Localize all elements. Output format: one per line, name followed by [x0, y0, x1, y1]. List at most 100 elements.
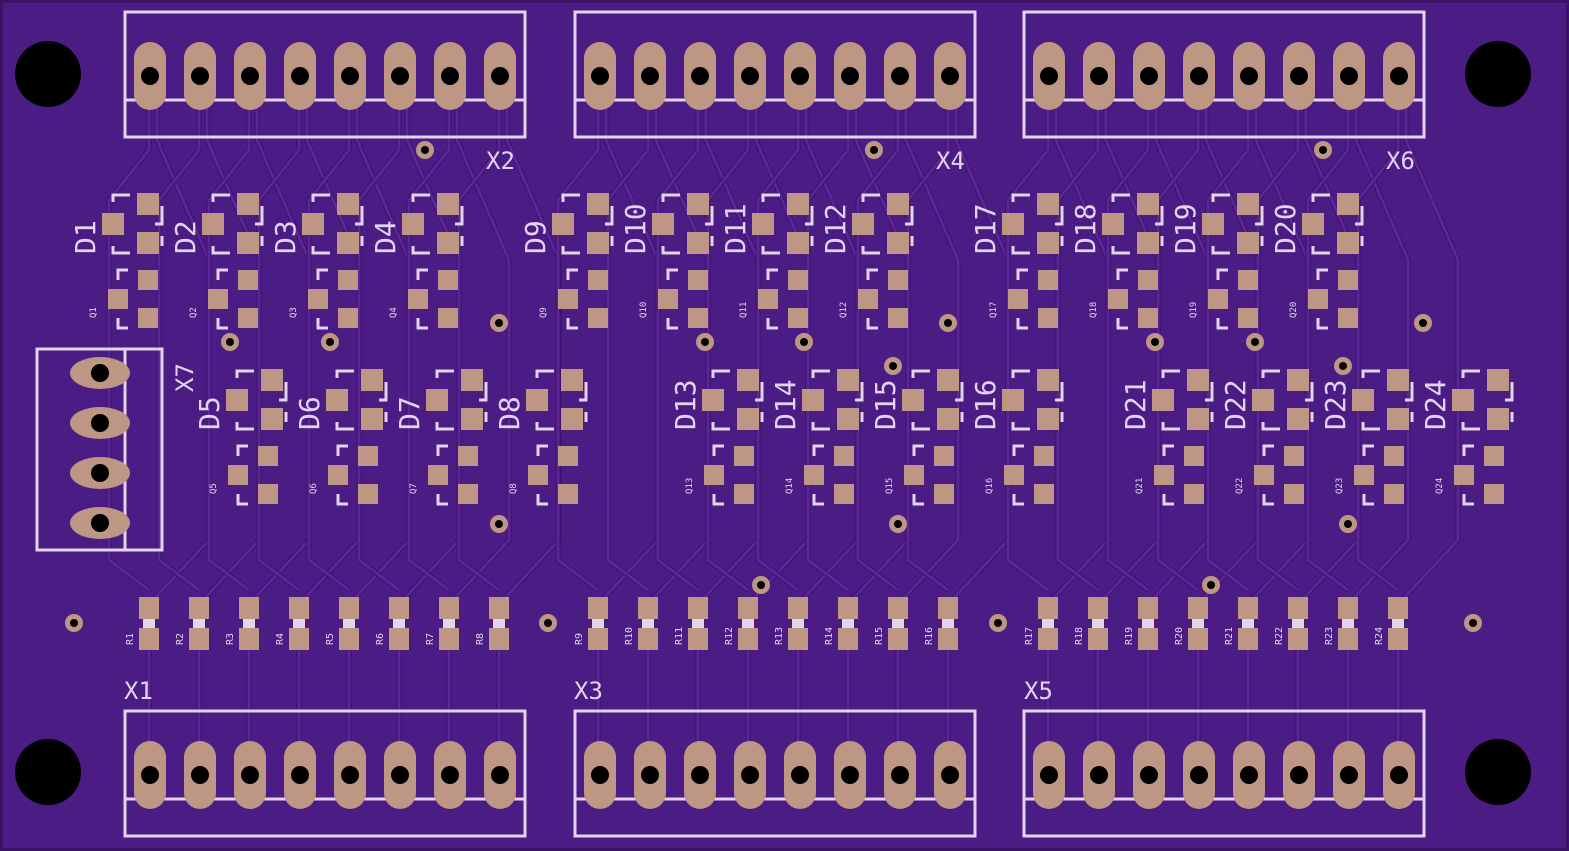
connector-x3-outline: [573, 709, 977, 838]
diode-silk: [561, 193, 614, 255]
transistor-label: Q19: [1189, 302, 1199, 318]
resistor-pad: [788, 597, 808, 619]
via-drill: [889, 362, 897, 370]
connector-x4-pin-drill: [641, 67, 659, 85]
diode-pad: [526, 389, 548, 411]
resistor-label: R4: [275, 633, 286, 645]
resistor-pad: [289, 597, 309, 619]
diode-pad: [337, 232, 359, 254]
diode-label: D4: [369, 220, 402, 254]
transistor-pad: [758, 289, 778, 309]
resistor-pad: [738, 628, 758, 650]
diode-silk: [811, 369, 864, 431]
transistor-silk: [1116, 268, 1128, 330]
resistor-pad: [1188, 628, 1208, 650]
transistor-pad: [1108, 289, 1128, 309]
label-x5: X5: [1024, 677, 1053, 705]
trace: [451, 100, 511, 602]
resistor-label: R20: [1174, 627, 1185, 645]
resistor-body: [892, 619, 904, 628]
via-drill: [1207, 581, 1215, 589]
diode-pad: [561, 369, 583, 391]
diode-pad: [226, 389, 248, 411]
connector-x2-pin-drill: [141, 67, 159, 85]
diode-label: D1: [69, 220, 102, 254]
resistor-pad: [688, 628, 708, 650]
transistor-pad: [1284, 446, 1304, 466]
transistor-silk: [216, 268, 228, 330]
trace: [756, 100, 800, 592]
diode-label: D12: [819, 203, 852, 254]
transistor-silk: [436, 444, 448, 506]
mounting-holes: [15, 41, 1531, 805]
diode-pad: [837, 369, 859, 391]
diode-label: D10: [619, 203, 652, 254]
trace: [407, 100, 451, 592]
connector-x6-pin-drill: [1240, 67, 1258, 85]
transistor-pad: [1254, 465, 1274, 485]
via-drill: [870, 146, 878, 154]
transistor-pad: [858, 289, 878, 309]
transistor-label: Q18: [1089, 302, 1099, 318]
diode-pad: [461, 369, 483, 391]
via-drill: [1419, 319, 1427, 327]
transistor-pad: [1384, 484, 1404, 504]
transistor-pad: [1484, 484, 1504, 504]
via-drill: [544, 619, 552, 627]
diode-label: D7: [393, 396, 426, 430]
resistor-pad: [838, 628, 858, 650]
diode-silk: [911, 369, 964, 431]
diode-silk: [1111, 193, 1164, 255]
diode-pad: [687, 193, 709, 215]
resistor-pad: [1088, 597, 1108, 619]
resistor-label: R6: [375, 633, 386, 645]
label-x1: X1: [124, 677, 153, 705]
connector-x1-pin-drill: [291, 766, 309, 784]
transistor-pad: [458, 484, 478, 504]
transistor-label: Q5: [209, 483, 219, 494]
resistor-body: [143, 619, 155, 628]
diode-pad: [587, 232, 609, 254]
transistor-pad: [238, 308, 258, 328]
diode-label: D17: [969, 203, 1002, 254]
via-drill: [1339, 362, 1347, 370]
connector-x4-pin-drill: [941, 67, 959, 85]
diode-pad: [902, 389, 924, 411]
resistor-body: [243, 619, 255, 628]
resistor-body: [393, 619, 405, 628]
resistor-pad: [688, 597, 708, 619]
transistor-silk: [712, 444, 724, 506]
connector-x5-pin-drill: [1190, 766, 1208, 784]
resistor-body: [1342, 619, 1354, 628]
diode-silk: [111, 193, 164, 255]
resistor-label: R9: [574, 633, 585, 645]
connector-x6-outline: [1022, 10, 1426, 139]
resistor-pad: [1038, 597, 1058, 619]
transistor-label: Q8: [509, 483, 519, 494]
via-drill: [994, 619, 1002, 627]
diode-silk: [311, 193, 364, 255]
via-drill: [1151, 338, 1159, 346]
component-pads: [70, 42, 1509, 809]
transistor-silk: [416, 268, 428, 330]
resistor-body: [1242, 619, 1254, 628]
via-drill: [757, 581, 765, 589]
diode-pad: [1287, 369, 1309, 391]
transistor-pad: [834, 484, 854, 504]
transistor-pad: [1308, 289, 1328, 309]
diode-label: D11: [719, 203, 752, 254]
resistor-pad: [239, 628, 259, 650]
resistor-pad: [139, 628, 159, 650]
diode-pad: [887, 193, 909, 215]
connector-x2-pin-drill: [441, 67, 459, 85]
label-x7: X7: [171, 363, 199, 392]
resistor-label: R11: [674, 627, 685, 645]
diode-pad: [1252, 389, 1274, 411]
resistor-label: R10: [624, 627, 635, 645]
connector-x3-pin-drill: [641, 766, 659, 784]
transistor-silk: [1316, 268, 1328, 330]
resistor-body: [293, 619, 305, 628]
transistor-pad: [528, 465, 548, 485]
resistor-pad: [1038, 628, 1058, 650]
resistor-pad: [339, 628, 359, 650]
